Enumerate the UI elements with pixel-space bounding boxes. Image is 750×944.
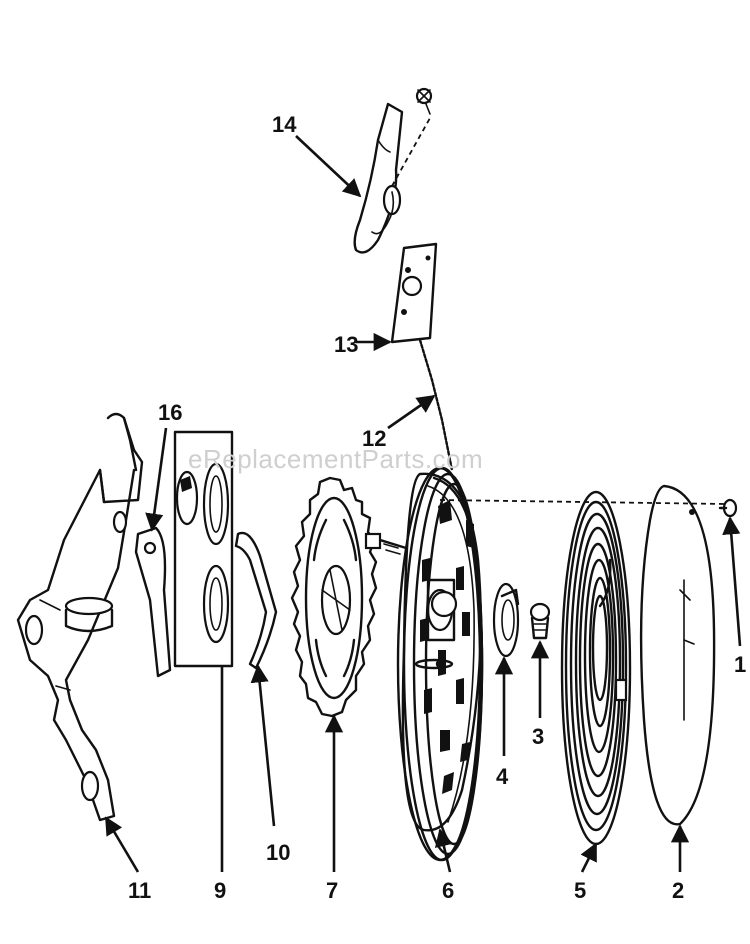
- part-3-screw: [529, 602, 551, 640]
- label-6: 6: [442, 878, 454, 903]
- part-6-pulley: [364, 466, 484, 862]
- part-4-clip: [492, 582, 520, 658]
- part-10-spring-clip: [234, 531, 278, 670]
- alignment-line: [439, 499, 727, 505]
- part-11-base-bracket: [16, 412, 144, 822]
- label-9: 9: [214, 878, 226, 903]
- label-12: 12: [362, 426, 386, 451]
- label-4: 4: [496, 764, 509, 789]
- label-16: 16: [158, 400, 182, 425]
- part-labels: 14 13 12 16 11 9 10 7 6 4 3 5 2 1: [104, 112, 746, 903]
- part-9-block: [173, 430, 234, 668]
- part-13-bracket: [390, 242, 438, 344]
- part-14-lever: [353, 87, 433, 254]
- part-5-coil-spring: [560, 490, 632, 846]
- screw-icon: [415, 87, 433, 115]
- part-2-cover: [639, 484, 716, 826]
- part-1-screw: [718, 498, 738, 518]
- label-13: 13: [334, 332, 358, 357]
- label-1: 1: [734, 652, 746, 677]
- watermark: eReplacementParts.com: [188, 444, 483, 474]
- part-7-sprocket: [290, 476, 378, 718]
- label-3: 3: [532, 724, 544, 749]
- part-12-spring-wire: [418, 338, 454, 472]
- label-10: 10: [266, 840, 290, 865]
- label-14: 14: [272, 112, 297, 137]
- part-6-pulley-detail: [401, 472, 482, 832]
- label-5: 5: [574, 878, 586, 903]
- label-7: 7: [326, 878, 338, 903]
- part-16-pawl: [134, 526, 172, 678]
- label-2: 2: [672, 878, 684, 903]
- label-11: 11: [128, 878, 151, 903]
